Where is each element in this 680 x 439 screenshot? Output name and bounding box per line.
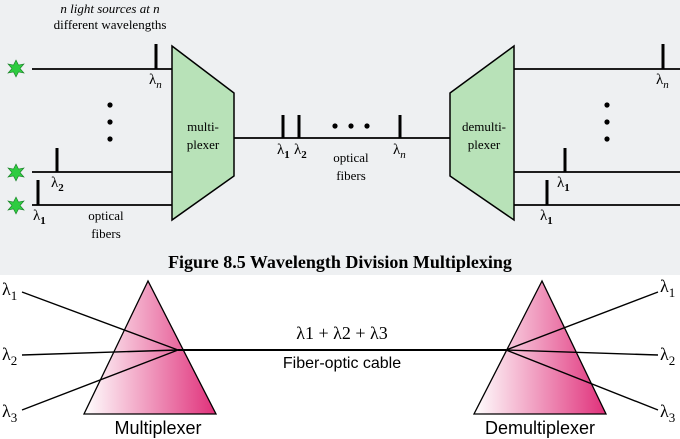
label-shared-lambda-n: λn — [393, 142, 406, 161]
bottom-label-left-lambda-1: λ1 — [2, 279, 17, 303]
label-output-lambda-upper: λ1 — [557, 175, 570, 194]
cable-label: Fiber-optic cable — [283, 355, 401, 372]
input-ray-2 — [21, 349, 179, 356]
combined-signal-label: λ1 + λ2 + λ3 — [296, 323, 388, 343]
multiplexer-label-line2: plexer — [187, 137, 220, 152]
light-source-n — [7, 59, 25, 78]
output-ray-2 — [505, 349, 659, 356]
multiplexer-label: Multiplexer — [114, 418, 201, 438]
bottom-label-right-lambda-3: λ3 — [660, 401, 675, 425]
demultiplexer-prism — [472, 279, 608, 415]
demultiplexer-block — [449, 44, 515, 222]
label-shared-lambda-2: λ2 — [294, 142, 307, 161]
demultiplexer-label-line1: demulti- — [462, 119, 506, 134]
bottom-diagram: λ1 λ2 λ3 λ1 λ2 λ3 λ1 + λ2 + λ3 Fiber-opt… — [2, 276, 675, 438]
figure-caption: Figure 8.5 Wavelength Division Multiplex… — [168, 252, 512, 272]
source-caption-line1: n light sources at n — [60, 1, 159, 16]
label-output-lambda-lower: λ1 — [540, 208, 553, 227]
multiplexer-block — [171, 44, 235, 222]
top-diagram: n light sources at n different wavelengt… — [7, 1, 680, 272]
bottom-label-right-lambda-2: λ2 — [660, 344, 675, 368]
label-input-lambda-2: λ2 — [51, 175, 64, 194]
label-output-lambda-n: λn — [656, 72, 669, 91]
bottom-label-left-lambda-3: λ3 — [2, 401, 17, 425]
input-ray-3 — [21, 349, 179, 411]
label-shared-lambda-1: λ1 — [277, 142, 290, 161]
optical-fibers-left-line1: optical — [88, 208, 124, 223]
light-source-1 — [7, 196, 25, 215]
output-ray-1 — [505, 291, 659, 351]
vertical-ellipsis-left — [107, 102, 113, 142]
output-ray-3 — [505, 349, 659, 411]
demultiplexer-label: Demultiplexer — [485, 418, 595, 438]
multiplexer-label-line1: multi- — [187, 119, 219, 134]
light-source-2 — [7, 163, 25, 182]
bottom-label-left-lambda-2: λ2 — [2, 344, 17, 368]
bottom-label-right-lambda-1: λ1 — [660, 276, 675, 300]
optical-fibers-middle-line1: optical — [333, 150, 369, 165]
input-ray-1 — [21, 291, 179, 351]
multiplexer-prism — [82, 279, 218, 415]
horizontal-ellipsis — [332, 123, 370, 129]
source-caption-line2: different wavelengths — [54, 17, 167, 32]
optical-fibers-middle-line2: fibers — [336, 168, 366, 183]
demultiplexer-label-line2: plexer — [468, 137, 501, 152]
optical-fibers-left-line2: fibers — [91, 226, 121, 241]
label-input-lambda-1: λ1 — [33, 208, 46, 227]
vertical-ellipsis-right — [604, 102, 610, 142]
label-input-lambda-n: λn — [149, 72, 162, 91]
